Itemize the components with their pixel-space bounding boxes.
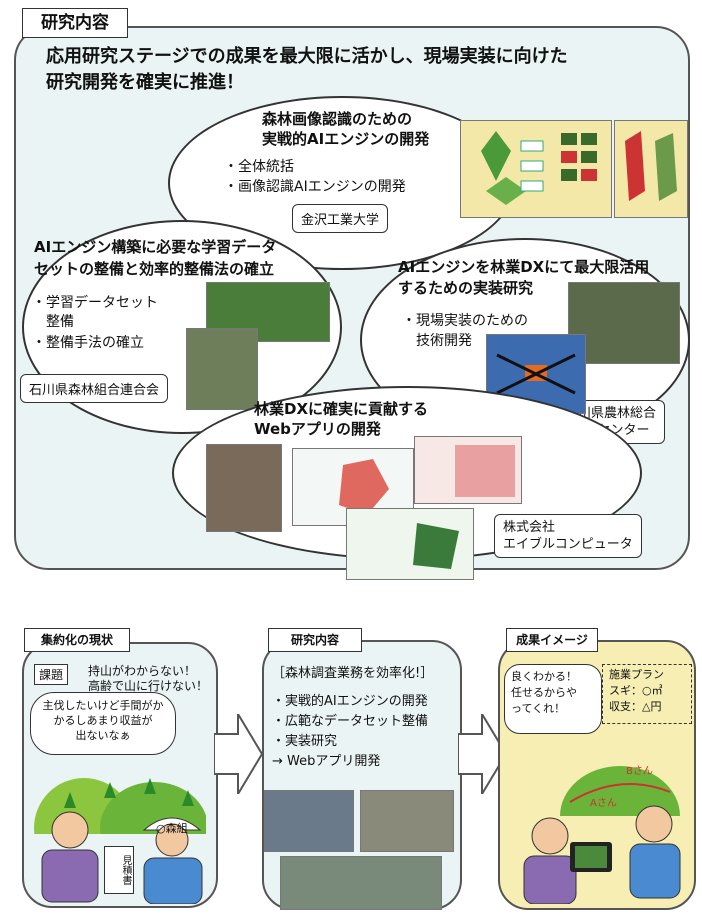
elderly-man-tablet-illustration <box>523 817 577 904</box>
plan-line-2: スギ：○㎥ <box>609 684 663 697</box>
topic1-title-1: 森林画像認識のための <box>262 110 413 128</box>
headline-line-2: 研究開発を確実に推進！ <box>46 72 244 93</box>
helmet-label: ○森組 <box>156 822 188 835</box>
issue-line-1: 持山がわからない！ <box>88 664 197 678</box>
result-label: 成果イメージ <box>506 628 598 652</box>
research-item-4: → Webアプリ開発 <box>272 754 381 769</box>
org-kanazawa-it: 金沢工業大学 <box>292 204 389 233</box>
ai-engine-output <box>614 120 688 218</box>
meeting-photo-1 <box>264 790 354 852</box>
result-speech-bubble: 良くわかる！ 任せるからや ってくれ！ <box>504 664 602 734</box>
topic2-item-3: ・整備手法の確立 <box>32 335 144 351</box>
topic1-title-2: 実戦的AIエンジンの開発 <box>262 130 430 148</box>
current-speech-2: かるしあまり収益が <box>53 714 153 727</box>
result-speech-3: ってくれ！ <box>511 702 566 715</box>
org-ishikawa-forest-union: 石川県森林組合連合会 <box>20 374 169 403</box>
forest-plan-box: 施業プラン スギ：○㎥ 収支：△円 <box>602 664 692 724</box>
org4-line-1: 株式会社 <box>503 520 556 535</box>
topic1-item-1: ・全体統括 <box>224 159 294 175</box>
topic2-item-1: ・学習データセット <box>32 295 158 311</box>
flow-arrow-2 <box>458 714 506 794</box>
webapp-screenshot-2 <box>414 436 522 504</box>
current-speech-3: 出ないなぁ <box>75 729 131 742</box>
ai-engine-diagram <box>460 120 612 218</box>
current-speech-1: 主伐したいけど手間がか <box>42 699 164 712</box>
issue-line-2: 高齢で山に行けない！ <box>88 679 209 693</box>
topic3-item-1: ・現場実装のための <box>402 313 528 329</box>
topic2-item-2: 整備 <box>32 314 74 330</box>
staff-illustration <box>629 805 681 899</box>
topic2-title-2: セットの整備と効率的整備法の確立 <box>34 260 275 278</box>
result-speech-2: 任せるからや <box>511 686 577 699</box>
result-speech-1: 良くわかる！ <box>511 670 577 683</box>
map-label-b: Bさん <box>626 766 653 777</box>
section-label: 研究内容 <box>22 8 128 38</box>
issue-tag: 課題 <box>34 664 69 685</box>
headline-line-1: 応用研究ステージでの成果を最大限に活かし、現場実装に向けた <box>46 46 568 67</box>
map-label-a: Aさん <box>590 798 617 809</box>
topic3-item-2: 技術開発 <box>402 333 472 349</box>
flow-arrow-1 <box>214 714 262 794</box>
topic1-item-2: ・画像認識AIエンジンの開発 <box>224 179 406 195</box>
plan-line-1: 施業プラン <box>609 668 664 681</box>
topic2-title-1: AIエンジン構築に必要な学習データ <box>34 238 277 256</box>
research-item-2: ・広範なデータセット整備 <box>272 714 429 729</box>
research-item-3: ・実装研究 <box>272 734 338 749</box>
current-speech-bubble: 主伐したいけど手間がか かるしあまり収益が 出ないなぁ <box>30 692 176 755</box>
org4-line-2: エイブルコンピュータ <box>503 537 633 552</box>
current-state-label: 集約化の現状 <box>24 628 130 652</box>
webapp-screenshot-3 <box>346 508 474 580</box>
plan-line-3: 収支：△円 <box>609 700 662 713</box>
meeting-photo-3 <box>280 856 442 910</box>
topic4-title-1: 林業DXに確実に貢献する <box>254 400 429 418</box>
topic3-title-2: するための実装研究 <box>398 279 534 297</box>
research-label: 研究内容 <box>268 628 362 652</box>
forest-ground-photo <box>186 328 258 410</box>
org-able-computer: 株式会社 エイブルコンピュータ <box>494 514 642 558</box>
tablet-illustration <box>570 842 612 872</box>
elderly-man-illustration <box>41 811 99 903</box>
research-item-1: ・実戦的AIエンジンの開発 <box>272 694 428 709</box>
forest-map-illustration <box>560 766 680 816</box>
meeting-photo-2 <box>360 790 454 852</box>
research-lead: ［森林調査業務を効率化!］ <box>272 666 434 681</box>
forest-union-worker-illustration <box>142 817 203 904</box>
developer-photo <box>206 444 282 532</box>
topic3-title-1: AIエンジンを林業DXにて最大限活用 <box>398 258 650 276</box>
drone-forest-photo <box>568 282 680 364</box>
estimate-paper: 見積書 <box>104 846 134 894</box>
topic4-title-2: Webアプリの開発 <box>254 420 381 438</box>
